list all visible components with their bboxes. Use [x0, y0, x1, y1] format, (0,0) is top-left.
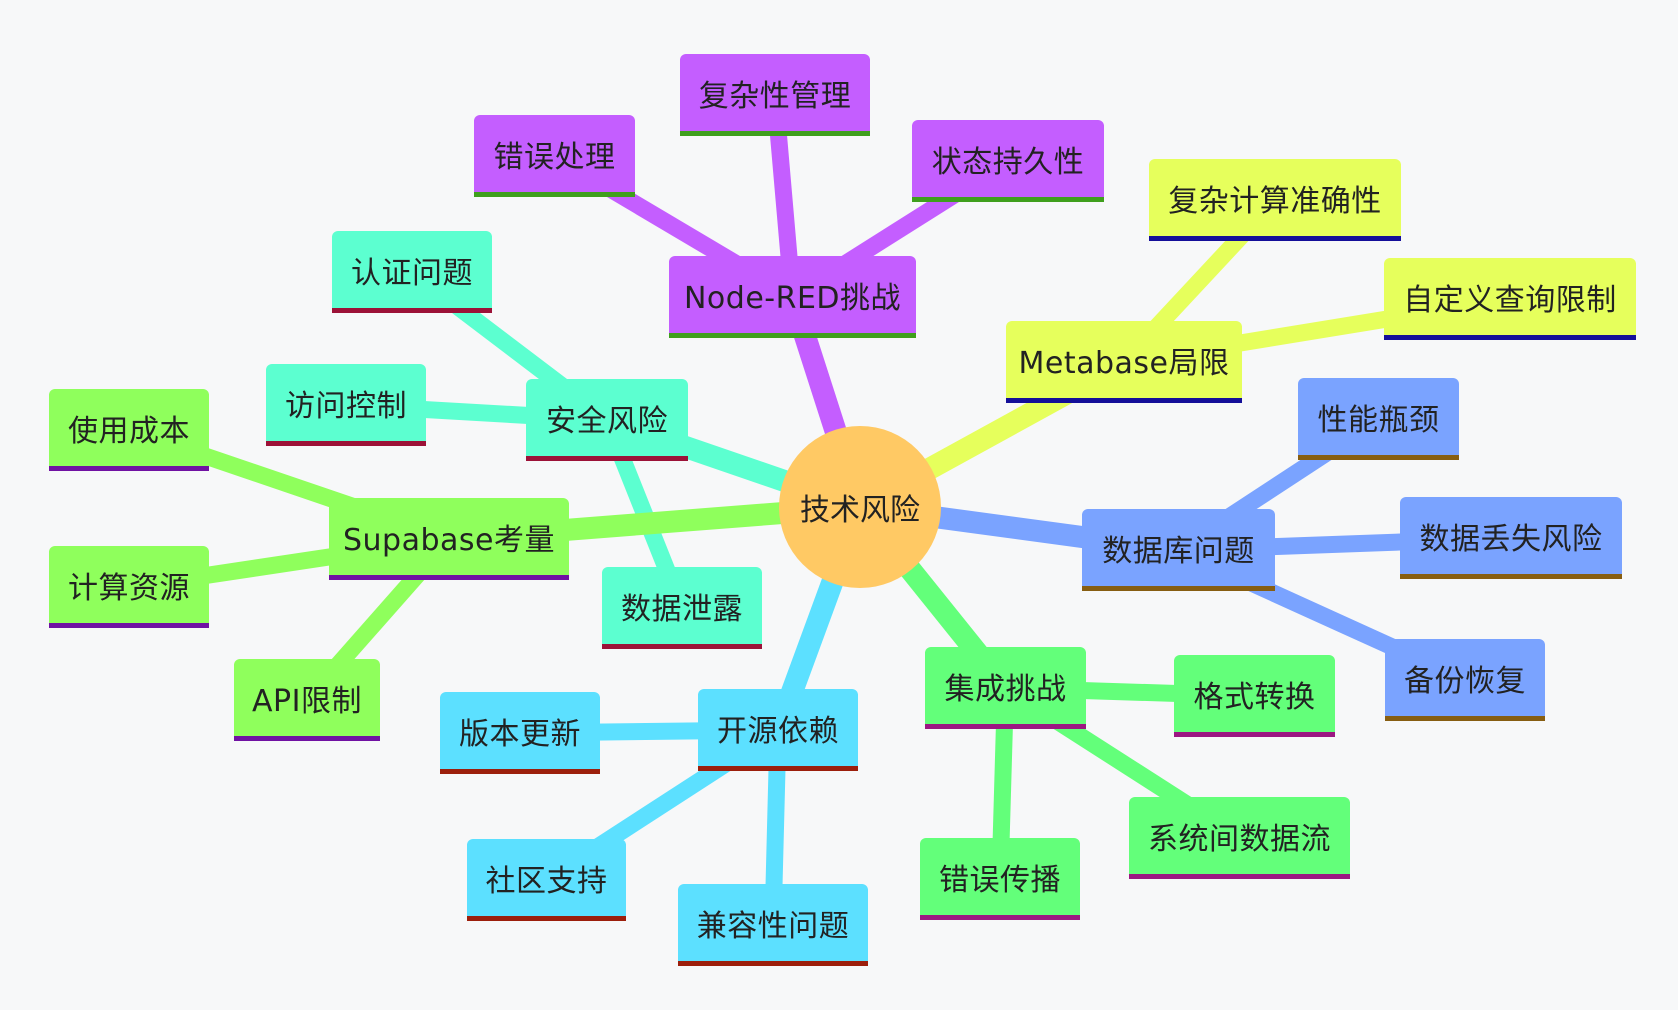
node-integration[interactable]: 集成挑战 [925, 647, 1086, 729]
node-data-loss[interactable]: 数据丢失风险 [1400, 497, 1622, 579]
node-label: 复杂计算准确性 [1168, 183, 1382, 219]
node-label: 系统间数据流 [1148, 821, 1331, 857]
node-label: 开源依赖 [717, 713, 839, 749]
root-label: 技术风险 [800, 493, 920, 528]
node-security[interactable]: 安全风险 [526, 379, 688, 461]
node-label: 访问控制 [285, 388, 407, 424]
node-label: 兼容性问题 [696, 908, 850, 944]
node-format-convert[interactable]: 格式转换 [1174, 655, 1335, 737]
node-complexity[interactable]: 复杂性管理 [680, 54, 870, 136]
node-label: 复杂性管理 [698, 78, 852, 114]
node-api-limit[interactable]: API限制 [234, 659, 380, 741]
node-label: 数据丢失风险 [1419, 521, 1603, 557]
node-label: 错误处理 [493, 139, 616, 175]
root-node[interactable]: 技术风险 [779, 426, 941, 588]
node-label: 认证问题 [351, 255, 473, 291]
node-access[interactable]: 访问控制 [266, 364, 426, 446]
node-nodered[interactable]: Node-RED挑战 [669, 256, 916, 338]
node-database[interactable]: 数据库问题 [1082, 509, 1275, 591]
node-custom-query[interactable]: 自定义查询限制 [1384, 258, 1636, 340]
node-error-handling[interactable]: 错误处理 [474, 115, 635, 197]
node-label: 安全风险 [546, 403, 668, 439]
node-label: 数据泄露 [621, 591, 743, 627]
node-label: API限制 [252, 683, 362, 719]
node-label: Metabase局限 [1018, 345, 1230, 381]
node-label: 自定义查询限制 [1403, 282, 1617, 318]
node-compat[interactable]: 兼容性问题 [678, 884, 868, 966]
node-data-flow[interactable]: 系统间数据流 [1129, 797, 1350, 879]
node-auth[interactable]: 认证问题 [332, 231, 492, 313]
node-opensource[interactable]: 开源依赖 [698, 689, 858, 771]
node-label: 计算资源 [68, 570, 190, 606]
node-label: 社区支持 [485, 863, 608, 899]
node-error-propagation[interactable]: 错误传播 [920, 838, 1080, 920]
node-usage-cost[interactable]: 使用成本 [49, 389, 209, 471]
node-backup[interactable]: 备份恢复 [1385, 639, 1545, 721]
node-community[interactable]: 社区支持 [467, 839, 626, 921]
node-label: Node-RED挑战 [683, 280, 902, 316]
node-label: 性能瓶颈 [1317, 402, 1440, 438]
node-metabase[interactable]: Metabase局限 [1006, 321, 1242, 403]
node-label: 备份恢复 [1404, 663, 1526, 699]
node-compute[interactable]: 计算资源 [49, 546, 209, 628]
node-label: 使用成本 [68, 413, 190, 449]
node-perf-bottleneck[interactable]: 性能瓶颈 [1298, 378, 1459, 460]
node-label: 错误传播 [939, 862, 1061, 898]
node-label: 格式转换 [1193, 679, 1316, 715]
node-label: 数据库问题 [1102, 533, 1255, 569]
node-leak[interactable]: 数据泄露 [602, 567, 762, 649]
node-complex-calc[interactable]: 复杂计算准确性 [1149, 159, 1401, 241]
node-label: 状态持久性 [931, 144, 1085, 180]
node-version-update[interactable]: 版本更新 [440, 692, 600, 774]
node-label: 集成挑战 [944, 671, 1067, 707]
node-label: Supabase考量 [343, 522, 555, 558]
node-supabase[interactable]: Supabase考量 [329, 498, 569, 580]
node-state-persistence[interactable]: 状态持久性 [912, 120, 1104, 202]
node-label: 版本更新 [459, 716, 581, 752]
